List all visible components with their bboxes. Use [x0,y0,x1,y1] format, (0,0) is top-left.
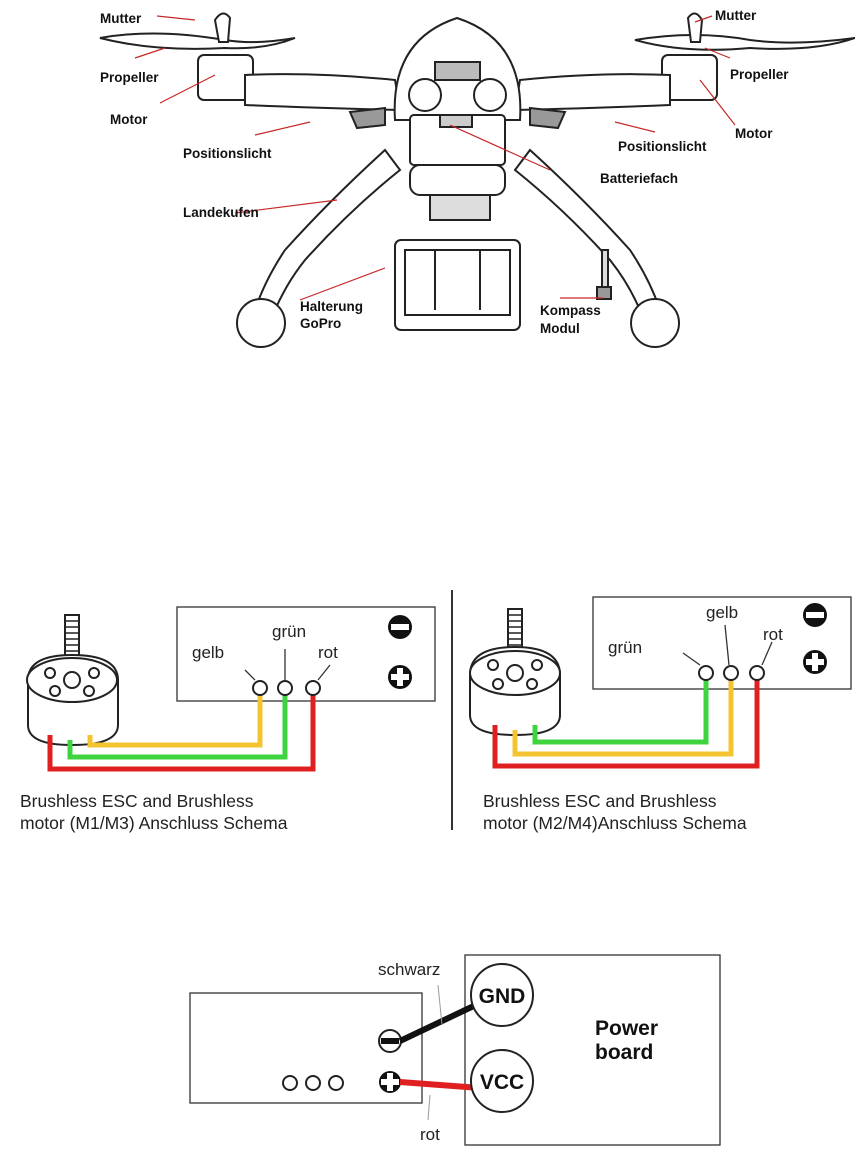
label-mutter-left: Mutter [100,11,142,26]
minus-icon [388,615,412,639]
gnd-terminal [470,963,534,1027]
caption-left-line1: Brushless ESC and Brushless [20,791,254,811]
label-schwarz: schwarz [378,960,440,979]
label-gnd: GND [479,985,526,1008]
label-gruen-right: grün [608,638,642,657]
label-gruen-left: grün [272,622,306,641]
power-board-title-line2: board [595,1041,653,1064]
terminal-rot-left [305,680,321,696]
caption-right-line1: Brushless ESC and Brushless [483,791,717,811]
power-board-box [464,954,721,1146]
terminal-gruen-left [277,680,293,696]
drone-diagram: Mutter Propeller Motor Positionslicht La… [99,8,855,348]
plus-icon [803,650,827,674]
label-motor-left: Motor [110,112,148,127]
label-batteriefach: Batteriefach [600,171,678,186]
terminal-gruen-right [698,665,714,681]
wire-rot [399,1079,481,1091]
label-propeller-right: Propeller [730,67,789,82]
power-board-title-line1: Power [595,1017,658,1040]
minus-terminal-icon [378,1029,402,1053]
plus-terminal-icon [379,1071,401,1093]
label-propeller-left: Propeller [100,70,159,85]
vcc-terminal [470,1049,534,1113]
label-gelb-right: gelb [706,603,738,622]
label-kompass-2: Modul [540,321,580,336]
led-3 [328,1075,344,1091]
minus-icon [803,603,827,627]
led-1 [282,1075,298,1091]
label-rot-right: rot [763,625,783,644]
caption-left-line2: motor (M1/M3) Anschluss Schema [20,813,288,833]
terminal-rot-right [749,665,765,681]
led-2 [305,1075,321,1091]
label-vcc: VCC [480,1071,524,1094]
controller-box [189,992,423,1104]
label-mutter-right: Mutter [715,8,757,23]
label-positionslicht-right: Positionslicht [618,139,707,154]
label-rot-power: rot [420,1125,440,1144]
label-halterung-1: Halterung [300,299,363,314]
label-motor-right: Motor [735,126,773,141]
label-gelb-left: gelb [192,643,224,662]
terminal-gelb-left [252,680,268,696]
esc-box-right [592,596,852,690]
label-halterung-2: GoPro [300,316,341,331]
plus-icon [388,665,412,689]
wires-left [47,688,316,772]
esc-box-left [176,606,436,702]
wires-right [492,673,760,769]
caption-right-line2: motor (M2/M4)Anschluss Schema [483,813,747,833]
label-positionslicht-left: Positionslicht [183,146,272,161]
esc-wiring-diagram: gelb grün rot Brushless ESC and Brushles… [20,590,852,833]
power-board-diagram: GND VCC Power board schwarz rot [189,954,721,1146]
drone-illustration [99,12,855,348]
label-landekufen: Landekufen [183,205,259,220]
motor-left [26,614,119,747]
wire-schwarz [398,1000,482,1044]
label-kompass-1: Kompass [540,303,601,318]
motor-right [469,608,561,737]
terminal-gelb-right [723,665,739,681]
label-rot-left: rot [318,643,338,662]
leader-lines [134,15,736,301]
